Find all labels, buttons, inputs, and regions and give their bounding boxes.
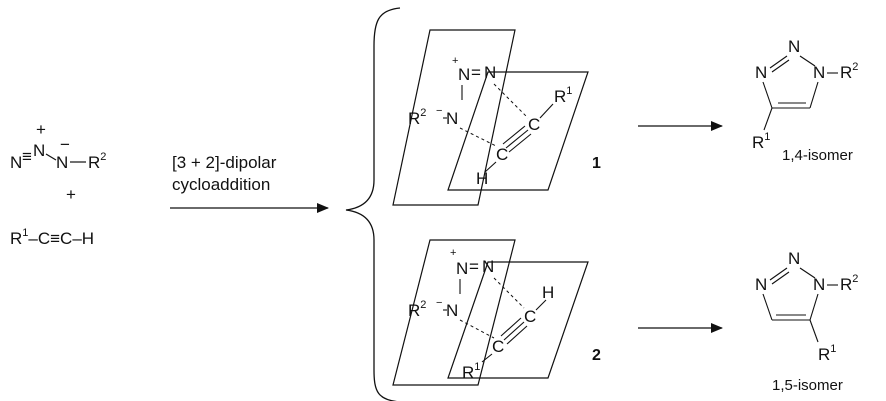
- azide-n-left: N: [10, 153, 22, 172]
- ts1-azide-plane: [392, 29, 516, 206]
- arrow-label-line1: [3 + 2]-dipolar: [172, 153, 277, 172]
- p1-n-right: N: [813, 63, 825, 82]
- ts1-n-top2: N: [484, 63, 496, 82]
- p1-r1: R1: [752, 131, 770, 152]
- p1-n-left: N: [755, 63, 767, 82]
- azide-minus-charge: −: [60, 135, 70, 154]
- ts1-r1: R1: [554, 85, 572, 106]
- ts1-n-eq: =: [471, 63, 481, 82]
- ts2-alkyne-plane: [447, 261, 589, 379]
- arrow-label-line2: cycloaddition: [172, 175, 270, 194]
- transition-state-2: + N = N R2 − N C H C R1: [392, 239, 589, 386]
- ts2-plus: +: [450, 247, 456, 259]
- p2-caption: 1,5-isomer: [772, 377, 843, 394]
- ts1-plus: +: [452, 55, 458, 67]
- ts2-n-top2: N: [482, 257, 494, 276]
- curly-brace: [345, 7, 401, 401]
- p2-n-left: N: [755, 275, 767, 294]
- ts1-alkyne-plane: [447, 71, 589, 191]
- ts2-azide-plane: [392, 239, 516, 386]
- ts2-r1: R1: [462, 361, 480, 382]
- p2-n-right: N: [813, 275, 825, 294]
- ts2-minus: −: [436, 297, 442, 309]
- azide-reagent: N ≡ N + N − R2: [10, 120, 106, 172]
- ts1-c-top: C: [528, 115, 540, 134]
- ts1-label: 1: [592, 155, 601, 172]
- azide-n-middle: N: [33, 141, 45, 160]
- p1-n-top: N: [788, 37, 800, 56]
- ts2-label: 2: [592, 347, 601, 364]
- ts2-c-bottom: C: [492, 337, 504, 356]
- ts1-r2: R2: [408, 107, 426, 128]
- ts1-h: H: [476, 169, 488, 188]
- ts1-c-bottom: C: [496, 145, 508, 164]
- reagent-plus: +: [66, 185, 76, 204]
- p2-r2: R2: [840, 273, 858, 294]
- product-1,4-isomer: N N N R2 R1 1,4-isomer: [752, 37, 858, 164]
- azide-r2: R2: [88, 151, 106, 172]
- alkyne-reagent: R1–C≡C–H: [10, 227, 94, 248]
- ts2-n-eq: =: [469, 257, 479, 276]
- product-1,5-isomer: N N N R2 R1 1,5-isomer: [755, 249, 858, 394]
- reaction-arrow: [3 + 2]-dipolar cycloaddition: [170, 153, 329, 213]
- ts2-n-left: N: [446, 301, 458, 320]
- ts1-n-left: N: [446, 109, 458, 128]
- ts2-n-top: N: [456, 259, 468, 278]
- ts1-n-top: N: [458, 65, 470, 84]
- ts2-r2: R2: [408, 299, 426, 320]
- azide-n-right: N: [56, 153, 68, 172]
- ts2-h: H: [542, 283, 554, 302]
- alkyne-r1: R1–C≡C–H: [10, 227, 94, 248]
- p1-caption: 1,4-isomer: [782, 147, 853, 164]
- p2-r1: R1: [818, 343, 836, 364]
- p1-r2: R2: [840, 61, 858, 82]
- ts1-minus: −: [436, 105, 442, 117]
- ts2-c-top: C: [524, 307, 536, 326]
- p2-n-top: N: [788, 249, 800, 268]
- azide-plus-charge: +: [36, 120, 46, 139]
- azide-triple-bond: ≡: [22, 147, 32, 166]
- transition-state-1: + N = N R2 − N C R1 C H: [392, 29, 589, 206]
